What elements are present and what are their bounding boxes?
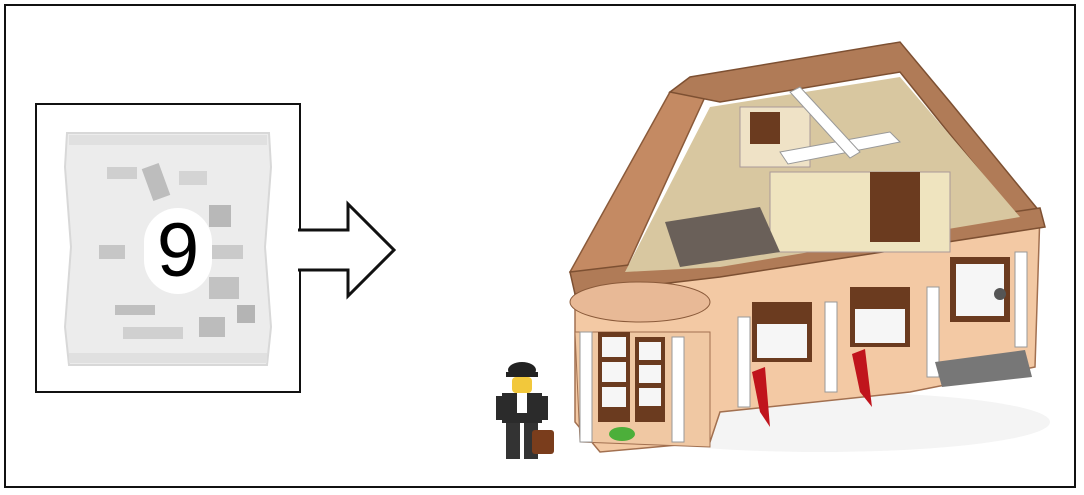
bag-number: 9 <box>144 208 212 294</box>
minifigure-bowler-hat <box>486 358 558 464</box>
corner-building-model <box>480 32 1060 472</box>
right-arrow-icon <box>296 200 398 300</box>
bag-callout-box: 9 <box>35 103 301 393</box>
